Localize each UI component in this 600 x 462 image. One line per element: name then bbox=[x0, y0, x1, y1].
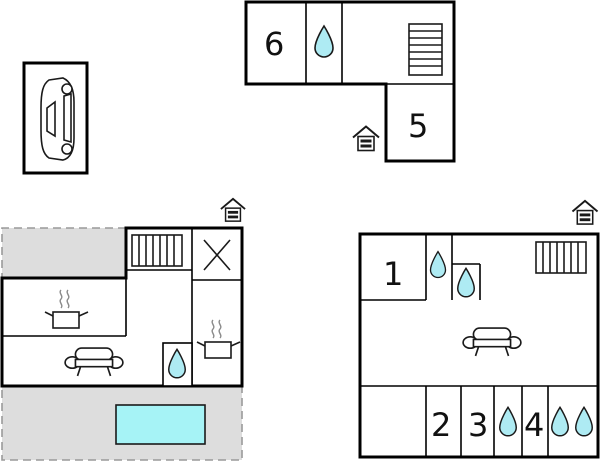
right-building: 1 2 3 4 bbox=[358, 232, 600, 459]
staircase-icon bbox=[408, 23, 443, 76]
room-label-1: 1 bbox=[383, 255, 403, 293]
upper-building: 6 5 bbox=[244, 0, 456, 163]
left-building bbox=[0, 226, 244, 461]
room-label-3: 3 bbox=[468, 406, 488, 444]
house-entrance-icon bbox=[351, 125, 381, 152]
staircase-icon bbox=[535, 241, 587, 274]
staircase-icon bbox=[131, 234, 183, 267]
room-label-5: 5 bbox=[408, 107, 428, 145]
room-label-6: 6 bbox=[264, 25, 284, 63]
terrace-top bbox=[2, 228, 126, 278]
house-entrance-icon bbox=[571, 199, 599, 226]
room-label-2: 2 bbox=[431, 406, 451, 444]
car-icon bbox=[40, 77, 75, 161]
house-entrance-icon bbox=[219, 197, 247, 223]
cross-void-icon bbox=[203, 239, 231, 271]
parking-space bbox=[22, 61, 89, 175]
pool-icon bbox=[115, 404, 206, 445]
room-label-4: 4 bbox=[524, 406, 544, 444]
